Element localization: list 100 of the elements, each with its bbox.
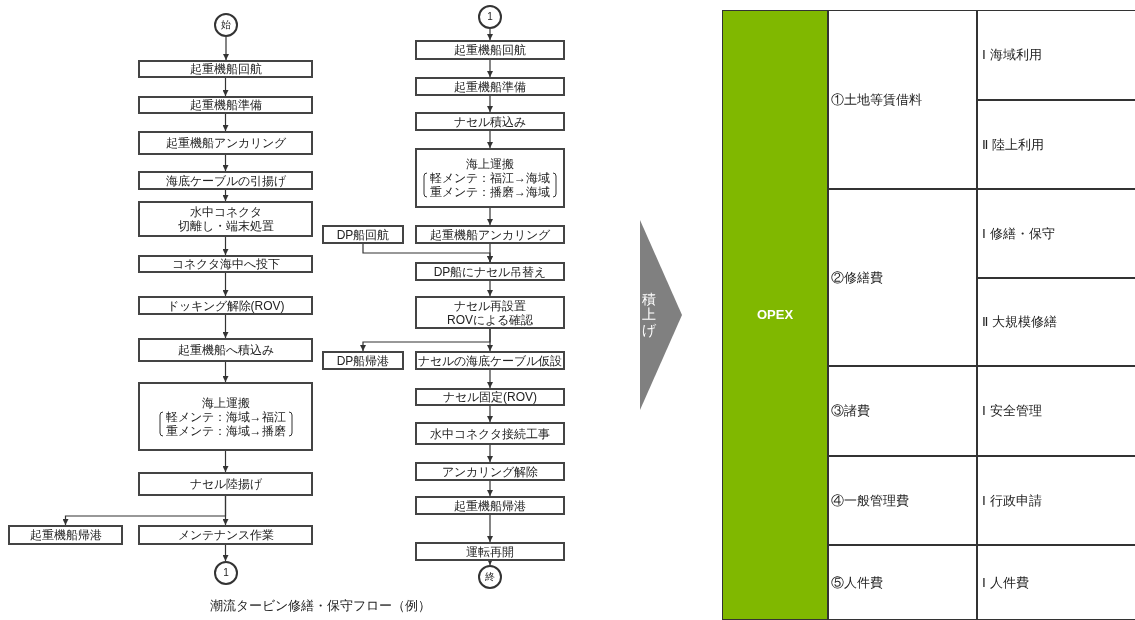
step-label: 起重機船アンカリング xyxy=(430,227,550,242)
arrow xyxy=(223,36,229,61)
process-box xyxy=(138,171,313,190)
arrow xyxy=(222,154,229,172)
arrow xyxy=(362,243,493,263)
step-label: 起重機船帰港 xyxy=(29,528,102,542)
step-label: 切離し・端末処置 xyxy=(177,219,274,233)
step-label: 水中コネクタ接続工事 xyxy=(430,426,550,441)
step-label: 起重機船回航 xyxy=(454,43,526,57)
step-label: 起重機船準備 xyxy=(189,98,262,112)
step-label: 運転再開 xyxy=(466,544,514,559)
process-box xyxy=(415,296,565,329)
arrow xyxy=(222,113,229,132)
arrow xyxy=(222,236,229,256)
step-label: メンテナンス作業 xyxy=(177,528,274,542)
cost-category: ②修繕費 xyxy=(831,268,883,287)
cost-category: ③諸費 xyxy=(831,402,870,421)
cost-item: Ⅱ 大規模修繕 xyxy=(982,313,1057,331)
caption: 潮流タービン修繕・保守フロー（例） xyxy=(209,597,431,615)
arrow xyxy=(222,189,229,202)
process-box xyxy=(415,40,565,60)
cost-category: ①土地等賃借料 xyxy=(831,90,922,109)
step-label: ナセル積込み xyxy=(454,114,526,129)
step-label: DP船にナセル吊替え xyxy=(433,264,547,279)
cost-item: Ⅰ 人件費 xyxy=(982,573,1029,592)
arrow xyxy=(487,444,493,463)
step-label: DP船帰港 xyxy=(336,353,390,368)
step-label: ドッキング解除(ROV) xyxy=(166,298,285,313)
process-box xyxy=(415,225,565,244)
step-label: ナセルの海底ケーブル仮設 xyxy=(418,353,562,368)
step-label: ナセル陸揚げ xyxy=(189,477,262,491)
connector-label: 1 xyxy=(487,12,493,22)
arrow xyxy=(222,450,229,473)
step-label: ナセル再設置 xyxy=(454,298,526,313)
process-box xyxy=(415,148,565,208)
step-label: 起重機船アンカリング xyxy=(165,136,286,150)
process-box xyxy=(138,338,313,362)
step-label: アンカリング解除 xyxy=(442,464,538,479)
process-box xyxy=(138,255,313,273)
process-box xyxy=(138,131,313,155)
connector-label: 1 xyxy=(223,568,229,578)
arrow xyxy=(487,328,493,352)
step-label: 起重機船回航 xyxy=(189,62,262,76)
arrow xyxy=(487,207,493,226)
process-box xyxy=(415,542,565,561)
arrow xyxy=(222,361,229,383)
cost-item: Ⅰ 行政申請 xyxy=(982,491,1042,510)
process-box xyxy=(415,462,565,481)
step-label: ナセル固定(ROV) xyxy=(443,390,537,404)
process-box xyxy=(138,296,313,315)
arrow xyxy=(222,272,229,297)
arrow xyxy=(487,28,493,41)
step-label: DP船回航 xyxy=(336,227,390,242)
arrow xyxy=(487,130,493,149)
cost-item: Ⅰ 海域利用 xyxy=(982,46,1042,64)
arrow xyxy=(487,559,493,566)
arrow xyxy=(222,77,229,97)
chevron-label: 積上げ xyxy=(642,291,656,339)
process-box xyxy=(138,382,313,451)
arrow xyxy=(487,369,493,389)
step-label: コネクタ海中へ投下 xyxy=(171,257,280,271)
step-note: 軽メンテ：海域→福江 xyxy=(165,409,286,424)
process-box xyxy=(322,351,404,370)
chevron-arrow xyxy=(640,220,682,410)
process-box xyxy=(415,112,565,131)
category-label: OPEX xyxy=(756,306,794,325)
connector-label: 始 xyxy=(221,20,231,30)
step-label: 海上運搬 xyxy=(201,395,250,410)
process-box xyxy=(415,496,565,515)
cost-category: ⑤人件費 xyxy=(831,573,883,592)
arrow xyxy=(487,480,493,497)
step-note: 重メンテ：播磨→海域 xyxy=(430,185,550,199)
step-label: 海上運搬 xyxy=(466,157,514,171)
step-label: 起重機船準備 xyxy=(454,79,526,94)
process-box xyxy=(138,525,313,545)
cost-item: Ⅰ 安全管理 xyxy=(982,402,1042,421)
connector-label: 終 xyxy=(485,572,495,582)
step-note: 軽メンテ：福江→海域 xyxy=(430,171,550,185)
arrow xyxy=(222,544,229,562)
process-box xyxy=(138,60,313,78)
step-label: ROVによる確認 xyxy=(447,312,533,327)
step-label: 海底ケーブルの引揚げ xyxy=(165,173,286,188)
cost-item: Ⅰ 修繕・保守 xyxy=(982,224,1055,243)
step-note: 重メンテ：海域→播磨 xyxy=(165,423,286,438)
process-box xyxy=(322,225,404,244)
arrow xyxy=(222,314,229,339)
step-label: 起重機船へ積込み xyxy=(177,343,274,357)
process-box xyxy=(138,201,313,237)
arrow xyxy=(487,280,493,297)
arrow xyxy=(487,95,493,113)
process-box xyxy=(8,525,123,545)
process-box xyxy=(415,262,565,281)
arrow xyxy=(487,405,493,423)
process-box xyxy=(138,96,313,114)
process-box xyxy=(415,422,565,445)
category-panel xyxy=(722,10,828,620)
step-label: 起重機船帰港 xyxy=(454,498,526,513)
arrow xyxy=(487,514,493,543)
process-box xyxy=(415,388,565,406)
step-label: 水中コネクタ xyxy=(189,205,262,219)
